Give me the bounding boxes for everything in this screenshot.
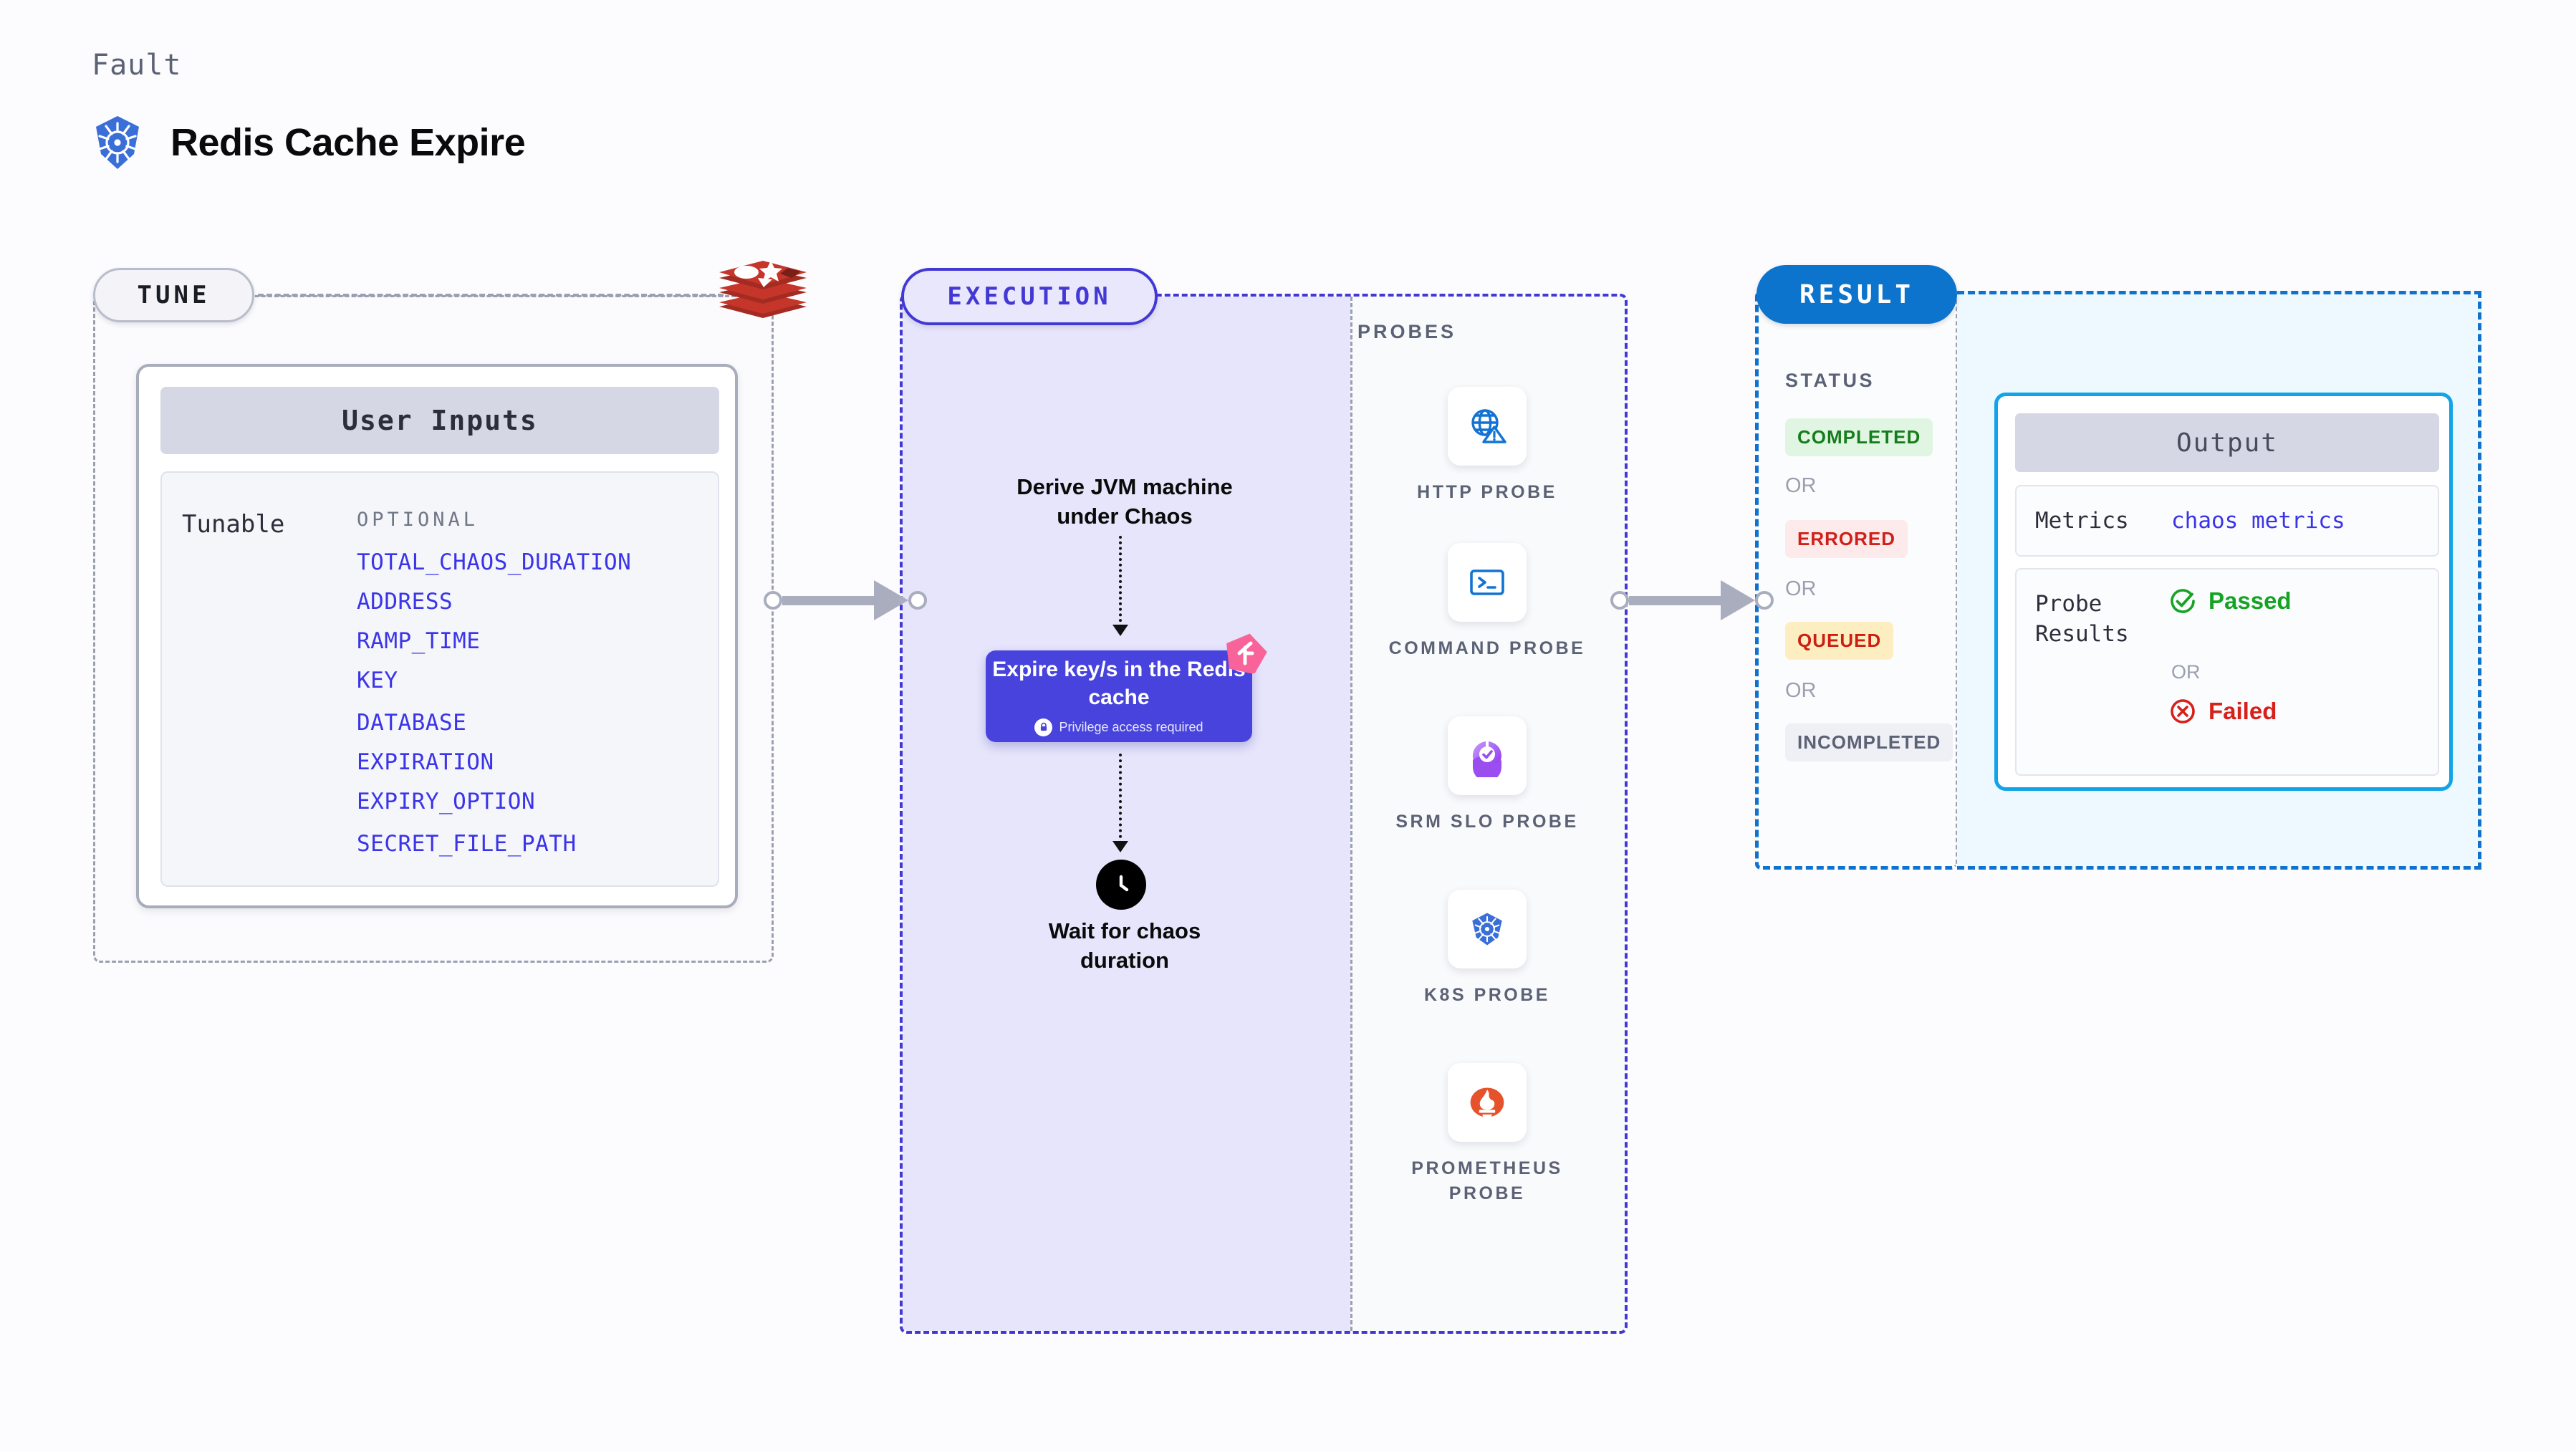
connector-start-dot bbox=[1610, 591, 1629, 610]
step1-to-action-line bbox=[1119, 536, 1122, 628]
execution-panel bbox=[900, 294, 1628, 1334]
optional-group-label: OPTIONAL bbox=[357, 509, 479, 531]
probe-http[interactable]: HTTP PROBE bbox=[1380, 387, 1595, 505]
connector-end-dot bbox=[1755, 591, 1774, 610]
page-title: Redis Cache Expire bbox=[170, 121, 526, 164]
connector-line bbox=[1629, 595, 1721, 605]
tune-to-execution-arrow bbox=[764, 580, 927, 620]
probe-label: COMMAND PROBE bbox=[1388, 638, 1586, 658]
metrics-key-label: Metrics bbox=[2035, 508, 2129, 534]
user-inputs-card: User Inputs Tunable OPTIONAL TOTAL_CHAOS… bbox=[136, 364, 738, 908]
step1-to-action-arrowhead bbox=[1112, 625, 1128, 636]
probe-result-failed-label: Failed bbox=[2209, 698, 2277, 724]
status-or-3: OR bbox=[1785, 679, 1817, 702]
probes-column-divider bbox=[1350, 297, 1352, 1331]
kubernetes-icon bbox=[1448, 890, 1527, 968]
tune-to-redis-connector bbox=[258, 294, 724, 297]
probe-label: HTTP PROBE bbox=[1417, 482, 1557, 502]
tunable-param[interactable]: KEY bbox=[357, 668, 398, 693]
execution-step-2-label: Wait for chaos duration bbox=[1048, 918, 1201, 973]
output-heading: Output bbox=[2015, 413, 2439, 472]
user-inputs-body: Tunable OPTIONAL TOTAL_CHAOS_DURATION AD… bbox=[160, 471, 719, 887]
tunable-row-label: Tunable bbox=[182, 510, 285, 539]
probe-label: K8S PROBE bbox=[1424, 985, 1550, 1005]
probe-command[interactable]: COMMAND PROBE bbox=[1380, 543, 1595, 661]
privilege-note-text: Privilege access required bbox=[1059, 719, 1203, 734]
connector-start-dot bbox=[764, 591, 782, 610]
tunable-param[interactable]: SECRET_FILE_PATH bbox=[357, 831, 577, 857]
lock-icon bbox=[1034, 718, 1053, 736]
fault-eyebrow-label: Fault bbox=[92, 49, 182, 82]
optional-params-column: OPTIONAL TOTAL_CHAOS_DURATION ADDRESS RA… bbox=[357, 509, 708, 870]
probes-panel-background bbox=[1350, 297, 1625, 1331]
tunable-param[interactable]: RAMP_TIME bbox=[357, 628, 481, 654]
tunable-param[interactable]: EXPIRATION bbox=[357, 749, 494, 775]
probe-result-or: OR bbox=[2171, 661, 2201, 683]
status-badge-errored: ERRORED bbox=[1785, 520, 1908, 558]
connector-arrowhead bbox=[1721, 580, 1755, 620]
result-status-panel bbox=[1755, 291, 1957, 870]
tunable-param[interactable]: EXPIRY_OPTION bbox=[357, 789, 536, 814]
metrics-value-link[interactable]: chaos metrics bbox=[2171, 508, 2345, 534]
probe-result-failed: Failed bbox=[2168, 697, 2277, 726]
probe-result-passed-label: Passed bbox=[2209, 587, 2292, 614]
clock-icon bbox=[1096, 860, 1146, 910]
status-or-1: OR bbox=[1785, 474, 1817, 497]
probe-k8s[interactable]: K8S PROBE bbox=[1380, 890, 1595, 1008]
kubernetes-icon bbox=[92, 115, 143, 170]
probe-label: PROMETHEUS PROBE bbox=[1411, 1158, 1563, 1203]
tunable-param[interactable]: ADDRESS bbox=[357, 589, 453, 615]
connector-arrowhead bbox=[874, 580, 908, 620]
probe-result-passed: Passed bbox=[2168, 587, 2292, 615]
status-badge-queued: QUEUED bbox=[1785, 622, 1894, 660]
page-title-row: Redis Cache Expire bbox=[92, 115, 526, 170]
status-badge-completed: COMPLETED bbox=[1785, 418, 1933, 456]
globe-warning-icon bbox=[1448, 387, 1527, 466]
output-metrics-row: Metrics chaos metrics bbox=[2015, 485, 2439, 557]
action-to-wait-line bbox=[1119, 754, 1122, 844]
probes-section-title: PROBES bbox=[1357, 321, 1457, 342]
connector-line bbox=[782, 595, 874, 605]
privilege-note: Privilege access required bbox=[1034, 718, 1203, 736]
chaos-action-title: Expire key/s in the Redis cache bbox=[992, 658, 1246, 709]
status-column-label: STATUS bbox=[1785, 370, 1875, 391]
prometheus-icon bbox=[1448, 1063, 1527, 1142]
check-circle-icon bbox=[2171, 589, 2195, 613]
probe-prometheus[interactable]: PROMETHEUS PROBE bbox=[1380, 1063, 1595, 1206]
execution-stage-pill[interactable]: EXECUTION bbox=[901, 268, 1158, 325]
status-badge-incompleted: INCOMPLETED bbox=[1785, 723, 1953, 761]
execution-to-result-arrow bbox=[1610, 580, 1774, 620]
srm-slo-icon bbox=[1448, 716, 1527, 795]
tunable-param[interactable]: TOTAL_CHAOS_DURATION bbox=[357, 549, 632, 575]
redis-logo-icon bbox=[716, 252, 809, 330]
user-inputs-heading: User Inputs bbox=[160, 387, 719, 454]
connector-end-dot bbox=[908, 591, 927, 610]
execution-panel-background bbox=[903, 297, 1350, 1331]
chaos-action-card[interactable]: Expire key/s in the Redis cache Privileg… bbox=[986, 650, 1252, 742]
probe-srm-slo[interactable]: SRM SLO PROBE bbox=[1380, 716, 1595, 835]
tune-stage-pill[interactable]: TUNE bbox=[93, 268, 254, 322]
status-or-2: OR bbox=[1785, 577, 1817, 600]
result-stage-pill[interactable]: RESULT bbox=[1756, 265, 1957, 324]
execution-step-1-label: Derive JVM machine under Chaos bbox=[1017, 474, 1233, 529]
litmus-chaos-icon bbox=[1224, 632, 1268, 675]
terminal-icon bbox=[1448, 543, 1527, 622]
tunable-param[interactable]: DATABASE bbox=[357, 710, 467, 736]
probe-label: SRM SLO PROBE bbox=[1395, 812, 1579, 832]
x-circle-icon bbox=[2171, 699, 2195, 723]
action-to-wait-arrowhead bbox=[1112, 841, 1128, 852]
